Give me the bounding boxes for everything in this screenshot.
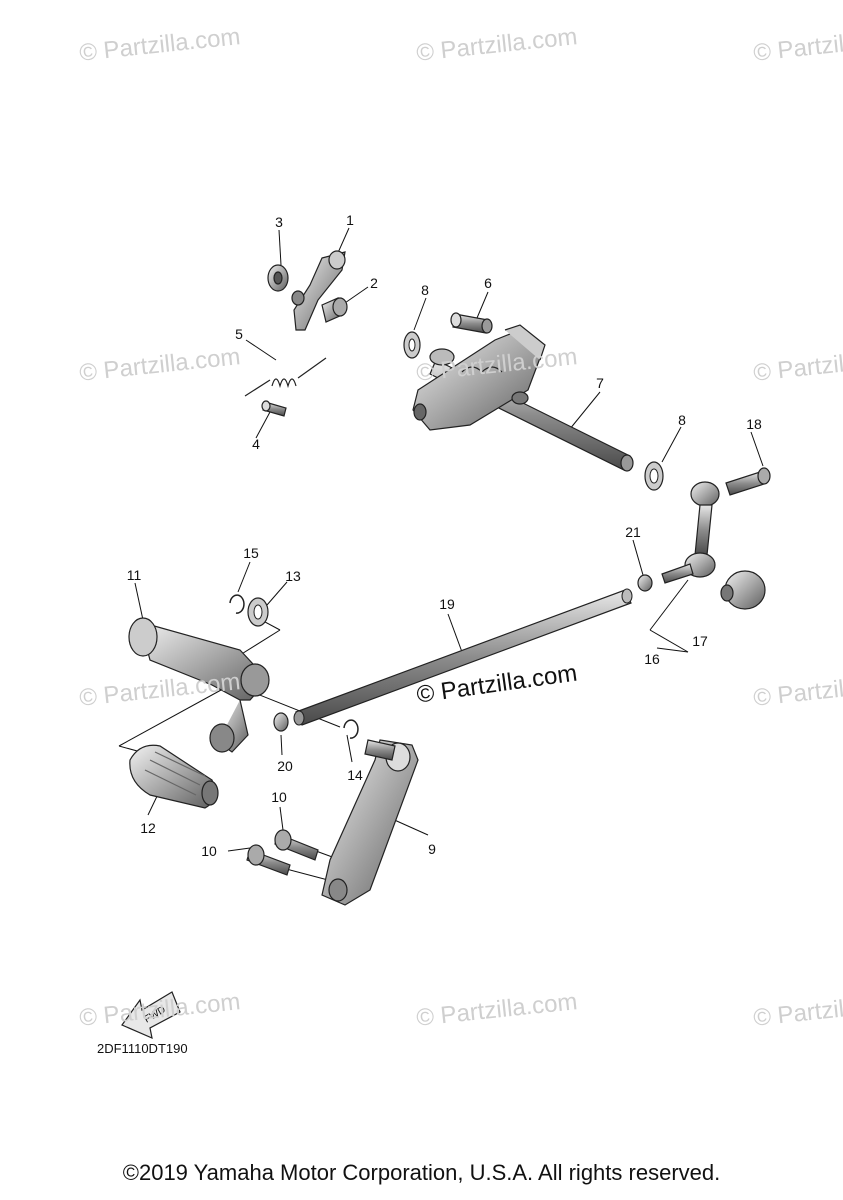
callout-10-lower: 10 — [201, 843, 217, 859]
pedal-nut — [273, 712, 289, 732]
tie-rod-joint — [661, 481, 720, 584]
joint-boot — [720, 570, 766, 610]
arm-bolt-upper — [274, 829, 319, 861]
copyright-notice: ©2019 Yamaha Motor Corporation, U.S.A. A… — [122, 1160, 721, 1185]
callout-9: 9 — [428, 841, 436, 857]
callout-17: 17 — [692, 633, 708, 649]
callout-12: 12 — [140, 820, 156, 836]
callout-13: 13 — [285, 568, 301, 584]
arm-bolt-lower — [246, 844, 291, 876]
joint-nut — [637, 574, 653, 592]
callout-18: 18 — [746, 416, 762, 432]
callout-8-lower: 8 — [678, 412, 686, 428]
washer-lower-hole — [649, 468, 659, 484]
spring-pin — [261, 400, 287, 417]
lever-collar — [267, 264, 289, 292]
diagram-code: 2DF1110DT190 — [97, 1041, 188, 1056]
circlip-upper — [229, 594, 245, 614]
callout-2: 2 — [370, 275, 378, 291]
callout-19: 19 — [439, 596, 455, 612]
callout-6: 6 — [484, 275, 492, 291]
callout-10-upper: 10 — [271, 789, 287, 805]
pedal-rubber — [129, 744, 219, 809]
callout-7: 7 — [596, 375, 604, 391]
return-spring — [244, 357, 327, 397]
callout-8-upper: 8 — [421, 282, 429, 298]
callout-1: 1 — [346, 212, 354, 228]
leader-lines — [118, 227, 764, 881]
callout-11: 11 — [126, 567, 142, 583]
callout-3: 3 — [275, 214, 283, 230]
shift-pin — [450, 312, 493, 334]
callout-21: 21 — [625, 524, 641, 540]
shift-rod — [293, 588, 633, 726]
washer-upper-hole — [408, 338, 416, 352]
shift-shaft-assembly — [412, 324, 634, 472]
shift-pedal — [128, 617, 270, 753]
stopper-lever — [291, 250, 346, 331]
callout-5: 5 — [235, 326, 243, 342]
circlip-lower — [343, 719, 359, 739]
lever-bolt — [321, 297, 348, 323]
callout-16: 16 — [644, 651, 660, 667]
callout-4: 4 — [252, 436, 260, 452]
callout-14: 14 — [347, 767, 363, 783]
pedal-washer-hole — [253, 604, 263, 620]
callout-20: 20 — [277, 758, 293, 774]
callout-15: 15 — [243, 545, 259, 561]
fwd-arrow-icon — [121, 991, 181, 1040]
joint-bolt — [725, 467, 771, 496]
shift-arm — [321, 739, 419, 906]
